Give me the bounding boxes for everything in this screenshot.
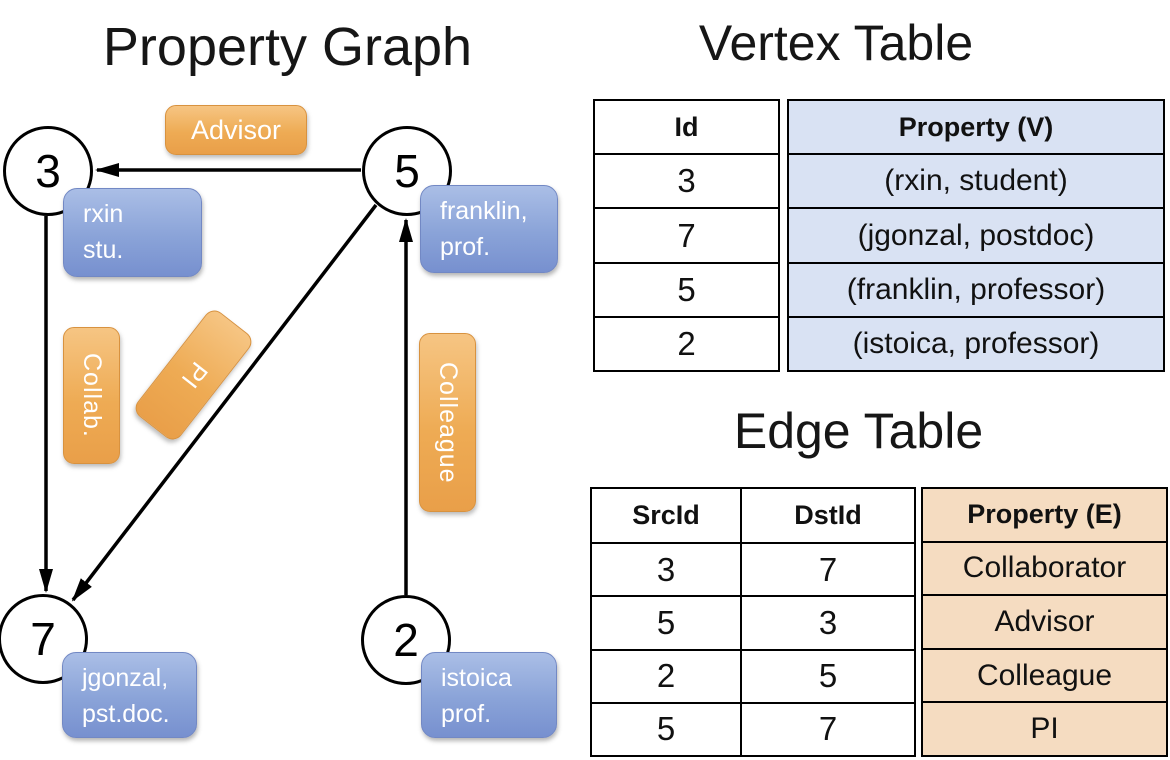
vertex-table-property-cell: (franklin, professor) — [789, 261, 1163, 316]
edge-table-title: Edge Table — [733, 403, 984, 459]
edge-label-collab-text: Collab. — [78, 353, 106, 438]
vertex-table-property-column: Property (V) (rxin, student) (jgonzal, p… — [787, 99, 1165, 372]
vertex-label-istoica: istoica prof. — [421, 652, 557, 738]
edge-table-srcid-header: SrcId — [592, 489, 742, 543]
edge-table-srcid-cell: 5 — [592, 701, 742, 755]
vertex-label-rxin: rxin stu. — [63, 188, 202, 277]
vertex-label-franklin-line2: prof. — [440, 232, 491, 261]
edge-table-srcid-cell: 2 — [592, 648, 742, 702]
edge-table-dstid-cell: 7 — [742, 542, 914, 595]
edge-table-property-cell: PI — [923, 701, 1166, 755]
edge-label-advisor: Advisor — [165, 105, 307, 155]
vertex-label-rxin-line2: stu. — [83, 235, 124, 264]
graph-node-7-id: 7 — [30, 613, 56, 665]
graph-edges-svg — [39, 163, 413, 602]
edge-arrow-pi-5-to-7 — [71, 203, 378, 602]
edge-label-collab: Collab. — [63, 327, 120, 464]
edge-table-property-cell: Collaborator — [923, 540, 1166, 595]
edge-table-dstid-cell: 7 — [742, 701, 914, 755]
edge-table-property-cell: Advisor — [923, 594, 1166, 648]
edge-table-dstid-cell: 3 — [742, 595, 914, 648]
graph-node-2-id: 2 — [393, 614, 419, 666]
edge-table-dstid-header: DstId — [794, 500, 862, 531]
edge-table-id-columns: SrcId DstId 3 7 5 3 2 5 5 7 — [590, 487, 916, 757]
vertex-label-jgonzal-line1: jgonzal, — [82, 664, 169, 692]
edge-label-pi-text: PI — [174, 356, 213, 395]
vertex-table-id-header: Id — [674, 111, 699, 142]
graph-node-5-id: 5 — [394, 145, 420, 197]
vertex-table-id-cell: 2 — [595, 315, 778, 370]
vertex-table-id-column: Id 3 7 5 2 — [593, 99, 780, 372]
vertex-label-jgonzal-line2: pst.doc. — [82, 699, 170, 728]
edge-table-dstid-cell: 5 — [742, 648, 914, 702]
vertex-table-id-cell: 7 — [595, 207, 778, 261]
vertex-table-property-header: Property (V) — [789, 101, 1163, 154]
vertex-label-istoica-line2: prof. — [441, 699, 492, 728]
edge-table-srcid-cell: 5 — [592, 595, 742, 649]
edge-table-property-cell: Colleague — [923, 647, 1166, 702]
vertex-label-franklin-line1: franklin, — [440, 197, 528, 225]
edge-table-property-header: Property (E) — [923, 489, 1166, 541]
vertex-table-title: Vertex Table — [698, 15, 974, 71]
vertex-table-id-cell: 5 — [595, 261, 778, 316]
vertex-table-id-cell: 3 — [595, 153, 778, 207]
edge-table-srcid-cell: 3 — [592, 542, 742, 596]
graph-node-5: 5 — [362, 126, 452, 216]
edge-label-advisor-text: Advisor — [190, 114, 282, 145]
edge-label-colleague-text: Colleague — [434, 361, 462, 484]
vertex-table-property-cell: (jgonzal, postdoc) — [789, 207, 1163, 262]
vertex-label-jgonzal: jgonzal, pst.doc. — [62, 652, 197, 738]
vertex-label-rxin-line1: rxin — [83, 200, 124, 228]
property-graph-title: Property Graph — [102, 17, 473, 77]
vertex-table-property-cell: (istoica, professor) — [789, 315, 1163, 371]
edge-table-property-column: Property (E) Collaborator Advisor Collea… — [921, 487, 1168, 757]
vertex-table-property-cell: (rxin, student) — [789, 153, 1163, 208]
edge-label-colleague: Colleague — [419, 333, 476, 512]
graph-node-3-id: 3 — [35, 145, 61, 197]
graph-node-2: 2 — [361, 595, 451, 685]
vertex-label-franklin: franklin, prof. — [420, 185, 558, 273]
vertex-label-istoica-line1: istoica — [441, 664, 512, 692]
